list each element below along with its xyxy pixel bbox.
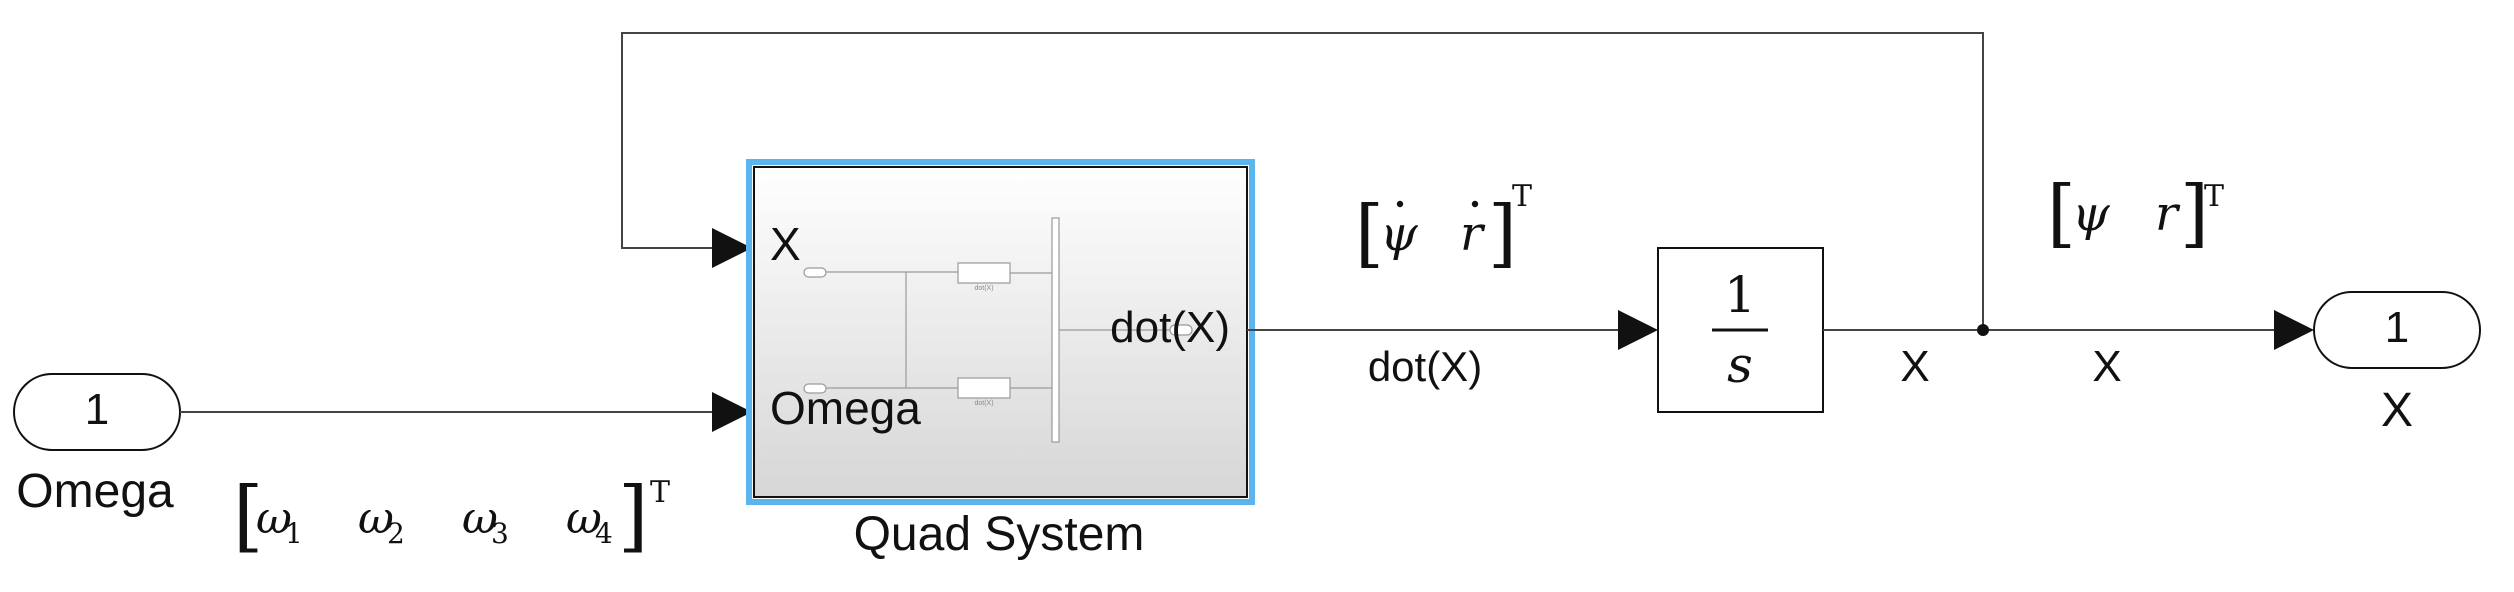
input-signal-subscript-2: 2 <box>387 517 405 550</box>
subsystem-port-x: X <box>770 218 801 270</box>
preview-inport-x <box>803 267 827 278</box>
subsystem-selection-highlight <box>746 159 1255 505</box>
derivative-open-bracket: [ <box>1355 190 1384 276</box>
inport-label: Omega <box>16 465 174 518</box>
input-signal-omega-3: ω <box>462 493 498 544</box>
inport-number: 1 <box>85 385 109 434</box>
preview-block-top <box>957 262 1011 284</box>
outport-label: X <box>2381 384 2413 437</box>
feedback-arrowhead <box>712 228 752 268</box>
input-signal-close-bracket: ] <box>618 471 648 561</box>
state-r: r <box>2155 186 2181 242</box>
state-arrowhead <box>2274 310 2314 350</box>
state-line-label-1: X <box>1900 342 1929 391</box>
input-signal-omega-4: ω <box>566 493 602 544</box>
derivative-arrowhead <box>1618 310 1658 350</box>
integrator-numerator: 1 <box>1724 266 1756 324</box>
preview-mux-bar <box>1051 217 1060 443</box>
input-signal-subscript-3: 3 <box>491 517 509 550</box>
state-open-bracket: [ <box>2047 170 2076 256</box>
integrator-denominator: s <box>1727 336 1753 394</box>
subsystem-name: Quad System <box>854 508 1145 561</box>
preview-block-bottom-label: dot(X) <box>974 400 993 407</box>
state-signal-label: [ ψ r ] T <box>2047 170 2224 256</box>
derivative-line-label: dot(X) <box>1368 343 1482 390</box>
quad-system-block[interactable] <box>753 166 1248 498</box>
derivative-transpose: T <box>1512 179 1532 214</box>
derivative-psi-dot <box>1396 200 1404 208</box>
outport-block[interactable] <box>2313 291 2481 369</box>
state-close-bracket: ] <box>2180 170 2209 256</box>
subsystem-port-omega: Omega <box>770 382 921 434</box>
derivative-signal-label: [ ψ r ] T <box>1355 179 1532 276</box>
outport-number: 1 <box>2385 303 2409 352</box>
preview-block-top-label: dot(X) <box>974 285 993 292</box>
derivative-close-bracket: ] <box>1488 190 1517 276</box>
input-signal-subscript-1: 1 <box>285 517 303 550</box>
input-signal-open-bracket: [ <box>233 471 263 561</box>
derivative-r-dot <box>1471 200 1479 208</box>
preview-outport <box>1169 324 1193 336</box>
subsystem-preview: dot(X) dot(X) <box>803 217 1193 443</box>
derivative-r: r <box>1460 206 1486 262</box>
branch-point <box>1977 324 1989 336</box>
state-transpose: T <box>2204 179 2224 214</box>
input-signal-omega-1: ω <box>256 493 292 544</box>
subsystem-port-out: dot(X) <box>1110 303 1230 352</box>
input-signal-label: [ ω 1 ω 2 ω 3 ω 4 ] T <box>233 471 670 561</box>
input-signal-subscript-4: 4 <box>595 517 613 550</box>
feedback-wire[interactable] <box>621 32 1984 330</box>
state-psi: ψ <box>2072 186 2111 242</box>
state-line-label-2: X <box>2092 342 2121 391</box>
derivative-psi: ψ <box>1380 206 1419 262</box>
omega-arrowhead <box>712 392 752 432</box>
input-signal-omega-2: ω <box>358 493 394 544</box>
preview-block-bottom <box>957 377 1011 399</box>
input-signal-transpose: T <box>650 475 670 510</box>
